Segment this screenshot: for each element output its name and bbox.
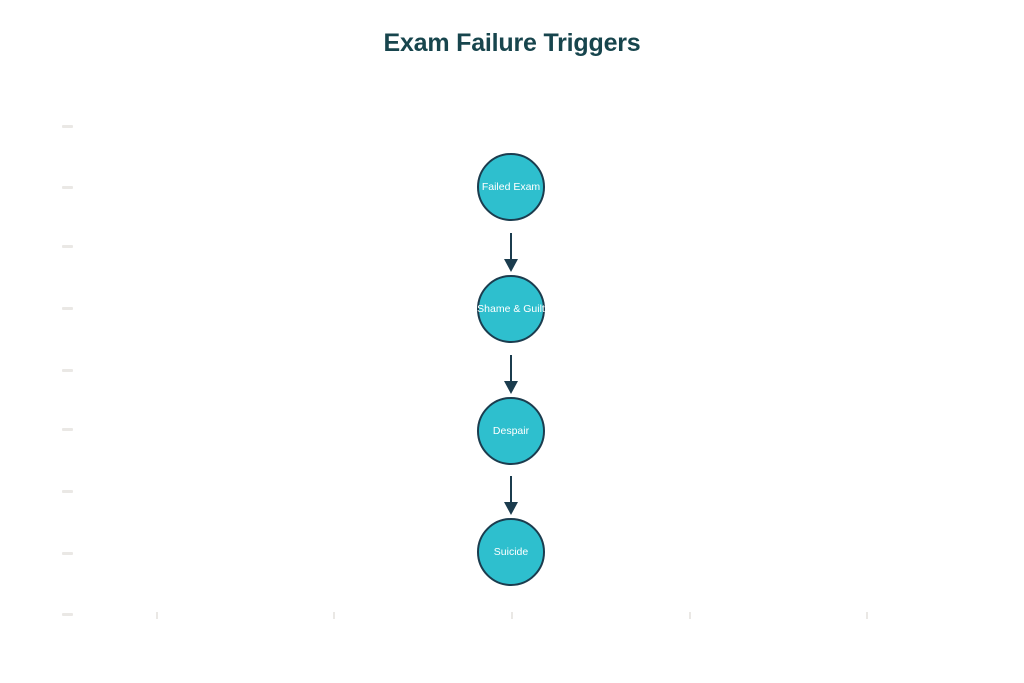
arrow-line bbox=[510, 476, 512, 502]
y-axis-tick bbox=[62, 551, 73, 555]
x-axis-tick bbox=[333, 612, 335, 619]
y-axis-tick bbox=[62, 244, 73, 248]
y-axis-tick bbox=[62, 612, 73, 616]
y-axis-tick bbox=[62, 368, 73, 372]
node-failed-exam: Failed Exam bbox=[477, 153, 545, 221]
arrow-head-icon bbox=[504, 259, 518, 272]
x-axis-tick bbox=[156, 612, 158, 619]
arrow-head-icon bbox=[504, 502, 518, 515]
node-suicide: Suicide bbox=[477, 518, 545, 586]
y-axis-tick bbox=[62, 489, 73, 493]
y-axis-tick bbox=[62, 427, 73, 431]
node-shame-guilt: Shame & Guilt bbox=[477, 275, 545, 343]
y-axis-tick bbox=[62, 306, 73, 310]
node-failed-exam-label: Failed Exam bbox=[481, 181, 541, 193]
x-axis-tick bbox=[689, 612, 691, 619]
diagram-title: Exam Failure Triggers bbox=[383, 29, 641, 57]
x-axis-tick bbox=[511, 612, 513, 619]
arrow-head-icon bbox=[504, 381, 518, 394]
y-axis-tick bbox=[62, 185, 73, 189]
node-shame-guilt-label: Shame & Guilt bbox=[477, 303, 545, 315]
x-axis-tick bbox=[866, 612, 868, 619]
arrow-failed-exam-to-shame-guilt bbox=[504, 233, 518, 272]
y-axis-tick bbox=[62, 124, 73, 128]
arrow-line bbox=[510, 355, 512, 381]
node-despair-label: Despair bbox=[492, 425, 530, 437]
arrow-line bbox=[510, 233, 512, 259]
node-despair: Despair bbox=[477, 397, 545, 465]
arrow-shame-guilt-to-despair bbox=[504, 355, 518, 394]
node-suicide-label: Suicide bbox=[493, 546, 529, 558]
arrow-despair-to-suicide bbox=[504, 476, 518, 515]
